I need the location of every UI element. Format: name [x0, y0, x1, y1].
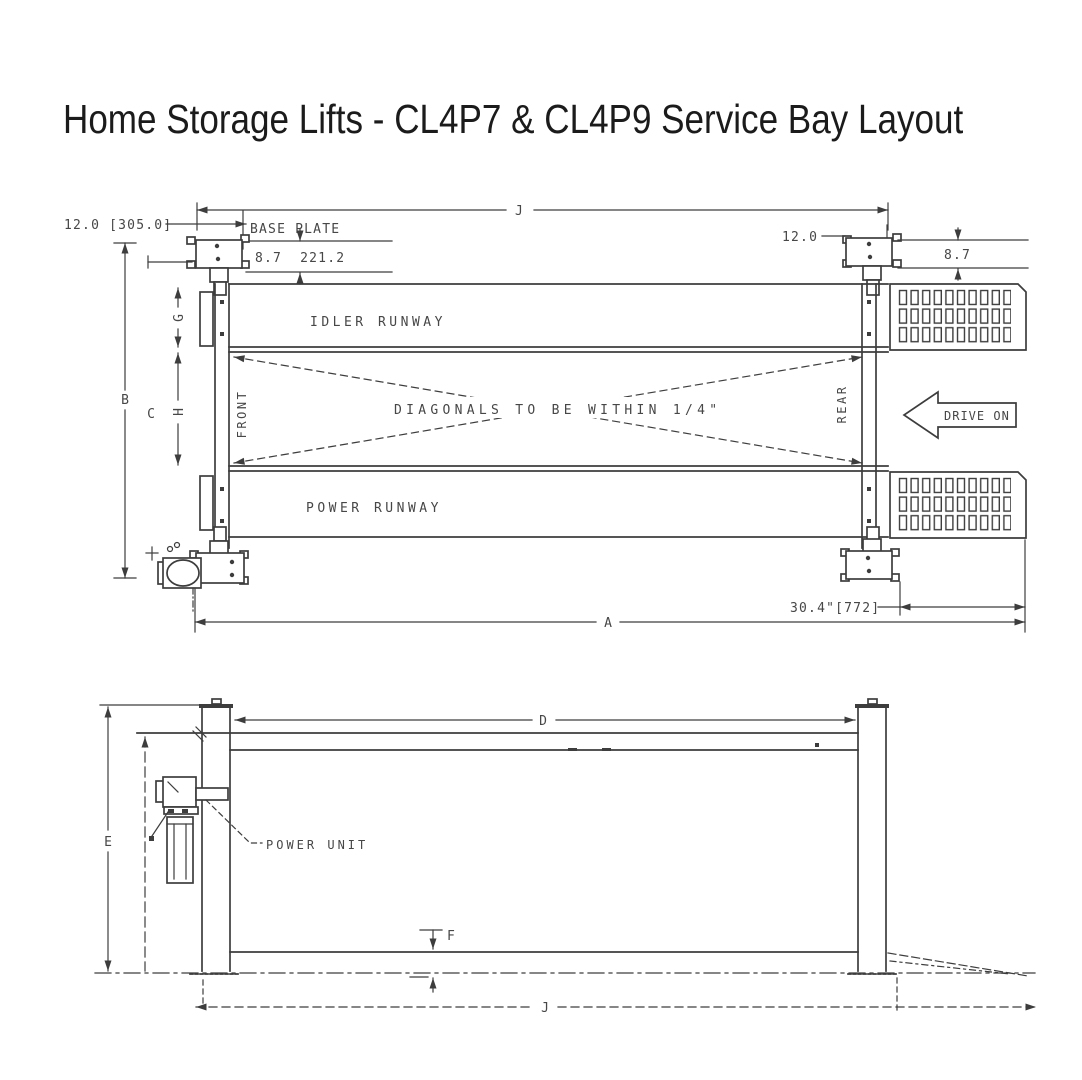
dim-label-8-7: 8.7	[944, 248, 971, 263]
dimension-a: A	[194, 587, 1026, 633]
diagonals-note: DIAGONALS TO BE WITHIN 1/4"	[394, 403, 721, 418]
dim-label-j-bottom: J	[541, 1001, 549, 1016]
drive-on-label: DRIVE ON	[944, 409, 1010, 423]
base-plate-label: BASE PLATE	[250, 222, 340, 237]
lift-rails	[199, 283, 877, 549]
diagonal-check: DIAGONALS TO BE WITHIN 1/4"	[233, 355, 863, 465]
drive-on-ramp-top	[889, 283, 1027, 351]
dim-label-12-305: 12.0 [305.0]	[64, 218, 172, 233]
dimension-base-plate-depth-left: 8.7 221.2	[245, 228, 393, 285]
side-post-left	[192, 698, 233, 972]
drive-on-ramp-bottom	[889, 471, 1027, 539]
dimension-post-width-right: 12.0	[782, 224, 888, 245]
power-unit-label: POWER UNIT	[266, 838, 368, 852]
dimension-f: F	[229, 929, 859, 993]
dimension-base-plate-depth-right: 8.7	[897, 227, 1029, 281]
dim-label-f: F	[447, 929, 455, 944]
runway-edges	[228, 283, 889, 538]
side-post-right	[855, 698, 889, 972]
dimension-g: G	[172, 287, 187, 348]
dim-label-8-7-221: 8.7 221.2	[255, 251, 345, 266]
post-rear-right-bottom	[840, 526, 901, 616]
dim-label-h: H	[172, 408, 187, 416]
dim-label-b: B	[121, 393, 129, 408]
drive-on-arrow: DRIVE ON	[902, 390, 1017, 440]
dim-label-d: D	[539, 714, 547, 729]
runway-deck	[136, 732, 859, 751]
power-runway-label: POWER RUNWAY	[306, 501, 442, 516]
dim-label-12: 12.0	[782, 230, 818, 245]
ground-ramp	[887, 952, 1029, 977]
dimension-ramp-length: 30.4"[772]	[790, 539, 1026, 633]
dim-label-c: C	[147, 407, 155, 422]
dimension-h: H	[172, 352, 187, 466]
dimension-j-top: J	[196, 202, 889, 231]
front-label: FRONT	[235, 390, 249, 439]
plan-view: J 12.0 [305.0] BASE PLATE 8.7 221.2	[64, 202, 1029, 633]
dim-label-a: A	[604, 616, 612, 631]
base-plate-callout: BASE PLATE	[242, 210, 340, 250]
dimension-j-bottom: J	[195, 977, 1037, 1016]
dimension-d: D	[234, 714, 856, 729]
side-view: E D	[94, 698, 1037, 1016]
idler-runway-label: IDLER RUNWAY	[310, 315, 446, 330]
dimension-post-width-left: 12.0 [305.0]	[64, 218, 247, 233]
dim-label-g: G	[172, 314, 187, 322]
rear-label: REAR	[835, 385, 849, 424]
dim-label-j-top: J	[515, 204, 523, 219]
power-unit: POWER UNIT	[149, 776, 368, 884]
page-title: Home Storage Lifts - CL4P7 & CL4P9 Servi…	[63, 96, 964, 142]
dimension-e: E	[99, 704, 201, 972]
dimension-b: B	[113, 242, 137, 579]
dim-label-30-4: 30.4"[772]	[790, 601, 880, 616]
post-front-left	[147, 234, 250, 296]
post-front-left-bottom	[145, 526, 249, 613]
dim-label-e: E	[104, 835, 112, 850]
post-rear-right-top	[842, 233, 902, 296]
